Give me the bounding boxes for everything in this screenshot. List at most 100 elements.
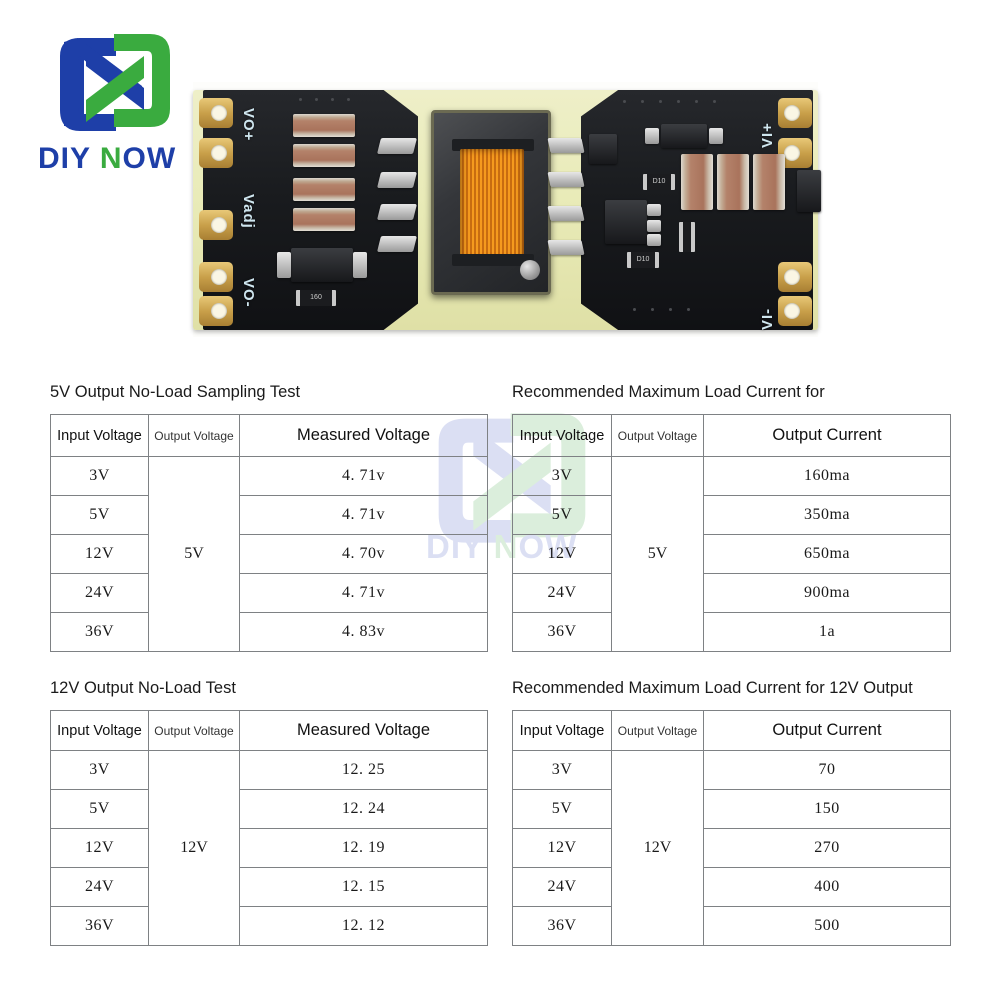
- cell-value: 500: [703, 906, 951, 946]
- cell-value: 270: [703, 828, 951, 868]
- diode-lead-left: [277, 252, 291, 278]
- pcb-module-photo: VO+ Vadj VO- VI+ VI- 160: [193, 82, 821, 337]
- xfmr-pin-l3: [377, 204, 417, 220]
- cell-value: 12. 24: [239, 789, 488, 829]
- capacitor-c2: [293, 144, 355, 167]
- silk-label-vi-minus: VI-: [759, 307, 776, 330]
- xfmr-pin-r2: [547, 172, 585, 187]
- pad-vo-plus-a: [199, 98, 233, 128]
- capacitor-c6: [717, 154, 749, 210]
- xfmr-pin-l2: [377, 172, 417, 188]
- resistor-d10-b-marking: D10: [636, 256, 650, 263]
- table-row: 12V 4. 70v: [50, 534, 488, 574]
- silk-label-vo-minus: VO-: [240, 278, 257, 308]
- pad-vi-minus-a: [778, 262, 812, 292]
- wordmark-right: OW: [122, 142, 177, 175]
- brand-wordmark: DIY NOW: [38, 142, 208, 176]
- col-header-measured: Measured Voltage: [239, 710, 488, 751]
- diy-now-n-logo-icon: [60, 34, 170, 131]
- cell-input: 36V: [512, 612, 612, 652]
- resistor-d10-a-marking: D10: [652, 178, 666, 185]
- cell-value: 4. 70v: [239, 534, 488, 574]
- table-row: 36V 4. 83v: [50, 612, 488, 652]
- diode-lead-right: [353, 252, 367, 278]
- table-header-row: Input Voltage Output Voltage Measured Vo…: [50, 710, 488, 751]
- xfmr-core-bottom: [452, 254, 534, 266]
- cell-value: 350ma: [703, 495, 951, 535]
- pad-vadj: [199, 210, 233, 240]
- cell-output-merged: 5V: [148, 456, 240, 652]
- cell-value: 4. 71v: [239, 573, 488, 613]
- resistor-d10-b: D10: [627, 252, 659, 268]
- table-5v-maxload: Input Voltage Output Voltage Output Curr…: [512, 414, 951, 652]
- cell-input: 3V: [50, 456, 149, 496]
- capacitor-c7: [753, 154, 785, 210]
- cell-input: 5V: [512, 495, 612, 535]
- cell-input: 36V: [50, 906, 149, 946]
- table-row: 5V 4. 71v: [50, 495, 488, 535]
- col-header-output-voltage: Output Voltage: [611, 710, 704, 751]
- capacitor-c4: [293, 208, 355, 231]
- col-header-output-voltage: Output Voltage: [148, 414, 240, 457]
- pad-vo-minus-a: [199, 262, 233, 292]
- table-row: 5V 350ma: [512, 495, 951, 535]
- table-row: 36V 1a: [512, 612, 951, 652]
- cell-input: 24V: [50, 867, 149, 907]
- table-5v-noload: Input Voltage Output Voltage Measured Vo…: [50, 414, 488, 652]
- cell-value: 1a: [703, 612, 951, 652]
- table-row: 3V 12V 70: [512, 750, 951, 946]
- schottky-diode: [291, 248, 353, 282]
- table-row: 5V 150: [512, 789, 951, 829]
- xfmr-pin-l1: [377, 138, 417, 154]
- table-row: 5V 12. 24: [50, 789, 488, 829]
- cell-value: 70: [703, 750, 951, 790]
- cell-output-merged: 12V: [148, 750, 240, 946]
- wordmark-left: DIY: [38, 142, 100, 175]
- sot23-lead-a: [645, 128, 659, 144]
- table-row: 24V 12. 15: [50, 867, 488, 907]
- diode-d-top: [589, 134, 617, 164]
- col-header-input-voltage: Input Voltage: [50, 710, 149, 751]
- resistor-d10-a: D10: [643, 174, 675, 190]
- cell-value: 4. 83v: [239, 612, 488, 652]
- xfmr-core-top: [452, 139, 534, 151]
- cell-value: 12. 19: [239, 828, 488, 868]
- ic-lead-3: [647, 234, 661, 246]
- xfmr-pin-r3: [547, 206, 585, 221]
- col-header-output-current: Output Current: [703, 710, 951, 751]
- col-header-input-voltage: Input Voltage: [50, 414, 149, 457]
- capacitor-c1: [293, 114, 355, 137]
- table-row: 3V 12V 12. 25: [50, 750, 488, 946]
- mosfet-q1: [797, 170, 821, 212]
- wordmark-n: N: [99, 142, 123, 175]
- cell-input: 12V: [512, 828, 612, 868]
- table-title-12v-noload: 12V Output No-Load Test: [50, 679, 236, 697]
- xfmr-solder-blob: [520, 260, 540, 280]
- cell-input: 5V: [512, 789, 612, 829]
- xfmr-pin-l4: [377, 236, 417, 252]
- table-row: 12V 650ma: [512, 534, 951, 574]
- sot23-transistor: [661, 124, 707, 148]
- cell-output-merged: 5V: [611, 456, 704, 652]
- col-header-measured: Measured Voltage: [239, 414, 488, 457]
- xfmr-pin-r4: [547, 240, 585, 255]
- table-title-5v-noload: 5V Output No-Load Sampling Test: [50, 383, 301, 401]
- table-title-5v-maxload: Recommended Maximum Load Current for: [512, 383, 825, 401]
- brand-logo: DIY NOW: [38, 30, 208, 190]
- cell-input: 24V: [512, 573, 612, 613]
- resistor-d10-c: [679, 222, 695, 252]
- xfmr-pin-r1: [547, 138, 585, 153]
- col-header-output-current: Output Current: [703, 414, 951, 457]
- table-row: 3V 5V 4. 71v: [50, 456, 488, 652]
- table-header-row: Input Voltage Output Voltage Output Curr…: [512, 710, 951, 751]
- ic-lead-2: [647, 220, 661, 232]
- table-row: 24V 400: [512, 867, 951, 907]
- table-header-row: Input Voltage Output Voltage Measured Vo…: [50, 414, 488, 457]
- cell-value: 12. 15: [239, 867, 488, 907]
- table-row: 36V 500: [512, 906, 951, 946]
- silk-label-vi-plus: VI+: [759, 122, 776, 148]
- resistor-r1: 160: [296, 290, 336, 306]
- silk-label-vadj: Vadj: [240, 194, 257, 229]
- pad-vo-plus-b: [199, 138, 233, 168]
